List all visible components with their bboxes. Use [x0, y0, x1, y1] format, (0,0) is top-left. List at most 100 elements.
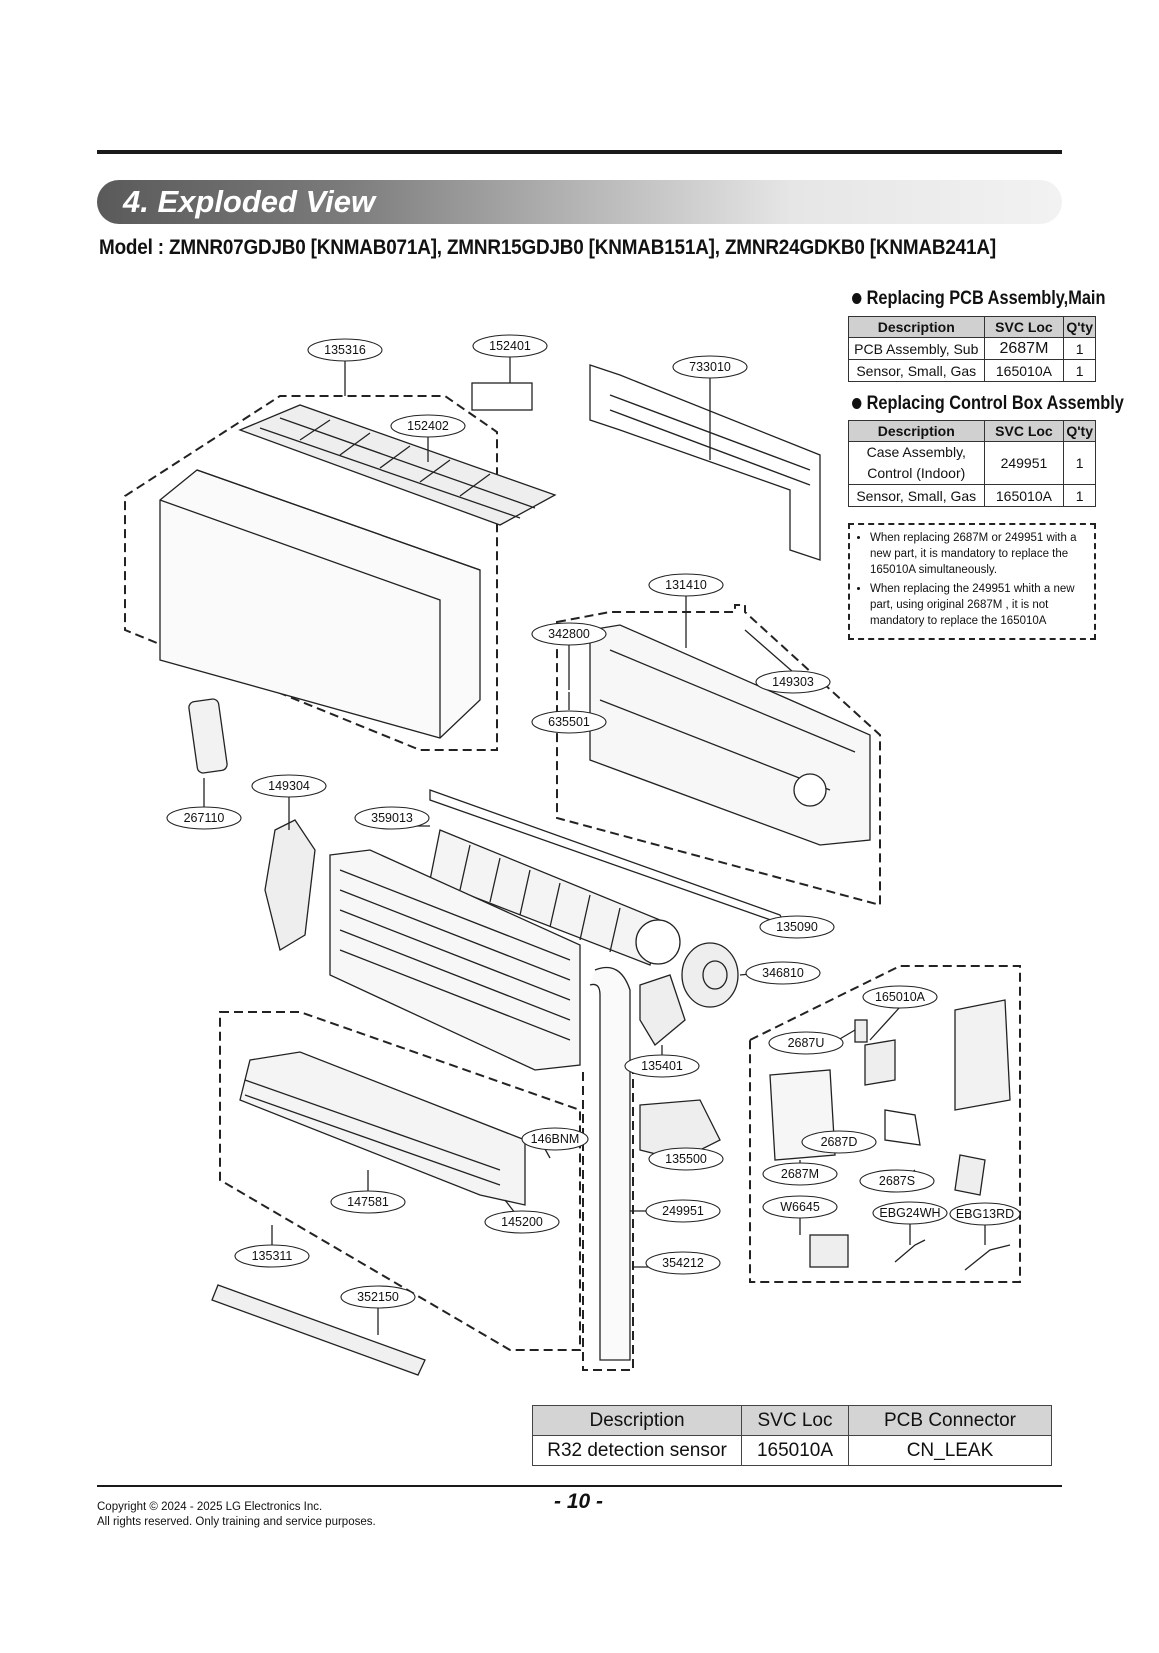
- callout-165010A: 165010A: [875, 990, 926, 1004]
- refrigerant-pipe-shape: [589, 966, 631, 1361]
- top-rule: [97, 150, 1062, 154]
- cell-description: R32 detection sensor: [532, 1435, 742, 1466]
- table-row: Sensor, Small, Gas 165010A 1: [848, 484, 1096, 507]
- note-item: When replacing the 249951 whith a new pa…: [870, 581, 1090, 629]
- bullet-icon: [852, 293, 862, 305]
- model-line: Model : ZMNR07GDJB0 [KNMAB071A], ZMNR15G…: [99, 236, 996, 259]
- remote-control-shape: [188, 698, 228, 774]
- section-banner: [97, 180, 1062, 224]
- replacement-note-box: When replacing 2687M or 249951 with a ne…: [848, 523, 1096, 640]
- display-pcb-shape: [884, 1109, 921, 1146]
- callout-352150: 352150: [357, 1290, 399, 1304]
- col-svc-loc: SVC Loc: [983, 316, 1065, 338]
- table-row: Sensor, Small, Gas 165010A 1: [848, 359, 1096, 382]
- col-qty: Q'ty: [1063, 316, 1096, 338]
- wire-EBG24WH-shape: [894, 1239, 926, 1263]
- callout-EBG24WH: EBG24WH: [879, 1206, 940, 1220]
- callout-147581: 147581: [347, 1195, 389, 1209]
- callout-152401: 152401: [489, 339, 531, 353]
- page-number: - 10 -: [554, 1490, 604, 1513]
- fan-motor-shape: [681, 942, 739, 1008]
- terminal-W6645-shape: [809, 1234, 849, 1268]
- callout-359013: 359013: [371, 811, 413, 825]
- evaporator-shape: [329, 849, 581, 1071]
- copyright-line: Copyright © 2024 - 2025 LG Electronics I…: [97, 1501, 323, 1513]
- table-row: PCB Assembly, Sub 2687M 1: [848, 337, 1096, 360]
- callout-2687U: 2687U: [788, 1036, 825, 1050]
- callout-2687M: 2687M: [781, 1167, 819, 1181]
- callout-342800: 342800: [548, 627, 590, 641]
- terminal-block-shape: [954, 1154, 986, 1196]
- pipe-group-outline: [582, 1072, 634, 1371]
- callout-W6645: W6645: [780, 1200, 820, 1214]
- bullet-icon: [852, 398, 862, 410]
- copyright-line: All rights reserved. Only training and s…: [97, 1516, 376, 1528]
- section-title: 4. Exploded View: [123, 184, 376, 219]
- wire-EBG13RD-shape: [964, 1244, 1011, 1271]
- cell-svc-loc: 165010A: [983, 359, 1065, 382]
- cell-description: Sensor, Small, Gas: [848, 359, 985, 382]
- col-qty: Q'ty: [1063, 420, 1096, 442]
- pcb-replacement-table: Description SVC Loc Q'ty PCB Assembly, S…: [848, 316, 1096, 382]
- callout-267110: 267110: [184, 811, 225, 825]
- cell-pcb-connector: CN_LEAK: [848, 1435, 1052, 1466]
- chassis-shape: [589, 624, 871, 846]
- col-description: Description: [532, 1405, 742, 1436]
- callout-635501: 635501: [548, 715, 590, 729]
- label-sticker-shape: [471, 382, 533, 411]
- callout-149303: 149303: [772, 675, 814, 689]
- pcb-table-heading: Replacing PCB Assembly,Main: [852, 288, 1105, 310]
- copyright: Copyright © 2024 - 2025 LG Electronics I…: [97, 1500, 376, 1530]
- discharge-group-outline: [219, 1011, 581, 1351]
- control-box-case-shape: [954, 999, 1011, 1111]
- cell-description: Case Assembly, Control (Indoor): [848, 441, 985, 485]
- cell-description: Sensor, Small, Gas: [848, 484, 985, 507]
- col-pcb-connector: PCB Connector: [848, 1405, 1052, 1436]
- control-box-replacement-table: Description SVC Loc Q'ty Case Assembly, …: [848, 420, 1096, 507]
- sensor-connector-table: Description SVC Loc PCB Connector R32 de…: [532, 1405, 1052, 1466]
- callout-135311: 135311: [252, 1249, 293, 1263]
- cross-flow-fan-shape: [429, 829, 661, 966]
- col-svc-loc: SVC Loc: [741, 1405, 849, 1436]
- filter-grille-shape: [238, 404, 557, 526]
- cell-svc-loc: 2687M: [983, 337, 1065, 360]
- cell-qty: 1: [1063, 359, 1096, 382]
- pcb-table-heading-text: Replacing PCB Assembly,Main: [866, 288, 1106, 309]
- cell-svc-loc: 165010A: [741, 1435, 849, 1466]
- callout-131410: 131410: [665, 578, 707, 592]
- callout-2687D: 2687D: [821, 1135, 858, 1149]
- callout-145200: 145200: [501, 1215, 543, 1229]
- cell-qty: 1: [1063, 441, 1096, 485]
- control-box-table-heading-text: Replacing Control Box Assembly: [866, 393, 1124, 414]
- gas-sensor-shape: [854, 1019, 868, 1043]
- callout-249951: 249951: [662, 1204, 704, 1218]
- callout-2687S: 2687S: [879, 1174, 915, 1188]
- cell-svc-loc: 249951: [983, 441, 1065, 485]
- cell-description: PCB Assembly, Sub: [848, 337, 985, 360]
- heater-rod-shape: [211, 1284, 426, 1376]
- callout-135401: 135401: [641, 1059, 683, 1073]
- callout-354212: 354212: [662, 1256, 704, 1270]
- cell-qty: 1: [1063, 484, 1096, 507]
- fan-cover-shape: [639, 974, 686, 1046]
- table-row: R32 detection sensor 165010A CN_LEAK: [532, 1435, 1052, 1466]
- callout-152402: 152402: [407, 419, 449, 433]
- control-box-table-heading: Replacing Control Box Assembly: [852, 393, 1124, 415]
- col-svc-loc: SVC Loc: [983, 420, 1065, 442]
- col-description: Description: [848, 420, 985, 442]
- cell-svc-loc: 165010A: [983, 484, 1065, 507]
- callout-733010: 733010: [689, 360, 731, 374]
- front-panel-shape: [159, 469, 481, 739]
- table-row: Case Assembly, Control (Indoor) 249951 1: [848, 441, 1096, 485]
- sub-pcb-shape: [864, 1039, 896, 1086]
- callout-135500: 135500: [665, 1152, 707, 1166]
- callout-346810: 346810: [762, 966, 804, 980]
- callout-EBG13RD: EBG13RD: [956, 1207, 1014, 1221]
- callout-146BNM: 146BNM: [531, 1132, 580, 1146]
- installation-plate-shape: [589, 364, 821, 561]
- front-panel-group-outline: [124, 395, 498, 751]
- note-item: When replacing 2687M or 249951 with a ne…: [870, 530, 1090, 578]
- bottom-rule: [97, 1485, 1062, 1487]
- side-holder-shape: [264, 819, 316, 952]
